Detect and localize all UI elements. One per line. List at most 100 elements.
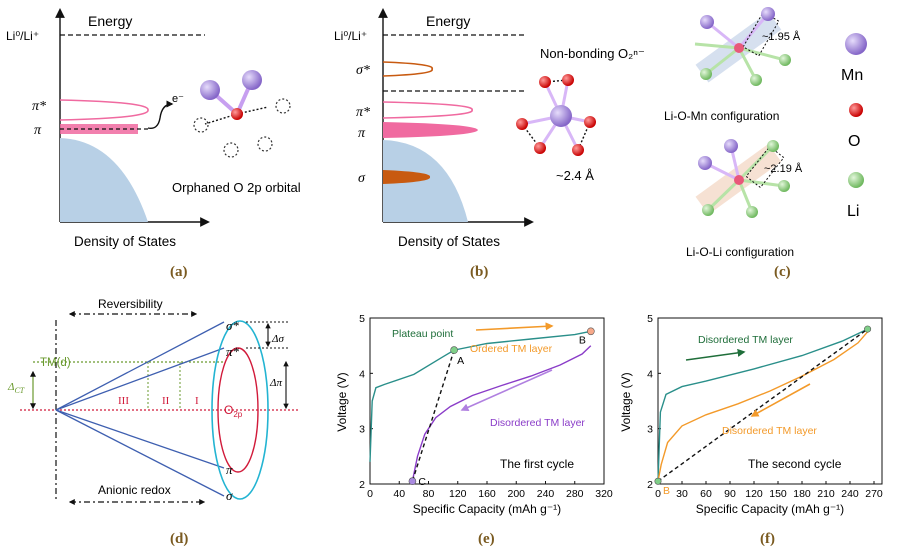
panel-b: Energy Li⁰/Li⁺ σ* π* π σ Non-bonding O₂ⁿ… [334,8,645,280]
e-ordered-label: Ordered TM layer [470,343,553,355]
f-disordered-bottom-label: Disordered TM layer [722,425,817,437]
b-o-atom [572,144,584,156]
a-mn-atom [200,80,220,100]
b-sigma-band [383,170,431,184]
c-legend-o-marker [849,103,863,117]
f-xtick-label: 150 [769,488,787,500]
b-energy-label: Energy [426,13,470,29]
c-config-mn-label: Li-O-Mn configuration [664,109,779,123]
c-legend-li: Li [847,203,859,220]
d-region-ii: II [162,395,170,407]
d-panel-label: (d) [170,531,188,547]
a-pi-label: π [34,123,42,138]
d-line-pi-star [55,347,225,411]
f-xtick-label: 90 [724,488,736,500]
a-pi-star-label: π* [32,99,46,114]
f-xtick-label: 180 [793,488,811,500]
e-ytick-label: 3 [359,424,365,436]
a-mn-atom [242,70,262,90]
d-line-sigma-star [55,321,225,411]
f-ytick-label: 5 [647,313,653,325]
c-legend-mn-marker [845,33,867,55]
f-xtick-label: 240 [841,488,859,500]
e-xtick-label: 0 [367,488,373,500]
c-panel-label: (c) [774,264,791,280]
f-xtick-label: 270 [865,488,883,500]
f-xtick-label: 60 [700,488,712,500]
b-o-atom [516,118,528,130]
d-tm-label: TM(d) [40,357,71,369]
a-caption: Orphaned O 2p orbital [172,180,301,195]
e-point-b [587,327,595,336]
panel-d: Reversibility Anionic redox TM(d) ΔCT II… [7,297,300,547]
f-disordered-top-label: Disordered TM layer [698,334,793,346]
e-xtick-label: 120 [449,488,467,500]
e-ytick-label: 4 [359,368,365,380]
f-charge-arrow [685,348,746,361]
d-anionic-label: Anionic redox [98,483,171,497]
b-dos-fill [383,140,468,222]
d-region-iii: III [118,395,129,407]
e-point-c-label: C [418,476,426,488]
c-li-config [695,139,790,218]
b-nonbonding-label: Non-bonding O₂ⁿ⁻ [540,46,645,61]
f-panel-label: (f) [760,531,775,547]
b-mn-atom [550,105,572,127]
d-o2p-label: O2p [224,403,243,419]
d-line-sigma [55,409,225,497]
e-curves [369,327,595,486]
e-ylabel: Voltage (V) [335,372,349,431]
d-pi-star-label: π* [226,344,240,359]
e-xtick-label: 240 [537,488,555,500]
f-ytick-label: 3 [647,424,653,436]
d-line-pi [55,409,225,469]
d-delta-sigma-label: Δσ [271,333,284,345]
e-series-charge [369,330,591,462]
b-pi-star-label: π* [356,105,370,120]
d-region-i: I [195,395,199,407]
d-delta-ct-label: ΔCT [7,381,25,395]
a-vacancy [223,142,239,158]
a-xlabel: Density of States [74,234,176,249]
c-dist-mn: ~1.95 Å [762,30,801,43]
e-disordered-arrow [460,369,553,412]
d-inner-ellipse [217,347,259,473]
d-sigma-star-label: σ* [226,318,239,333]
e-point-a-label: A [457,355,464,367]
b-o-atom [534,142,546,154]
e-xtick-label: 40 [393,488,405,500]
a-vacancy [275,98,291,114]
c-legend-li-marker [848,172,864,188]
c-mn-config [694,7,791,86]
f-series-guide [657,328,869,482]
b-sigma-star-band [382,61,433,77]
c-legend-o: O [848,133,860,150]
b-o-atom [584,116,596,128]
a-orphaned-molecule [193,70,291,158]
e-disordered-label: Disordered TM layer [490,417,585,429]
b-distance-label: ~2.4 Å [556,168,594,183]
e-point-b-label: B [579,334,586,346]
e-xtick-label: 80 [423,488,435,500]
a-li-level-label: Li⁰/Li⁺ [6,29,39,43]
e-series-guide [411,349,455,482]
d-delta-pi-label: Δπ [269,377,282,389]
f-ylabel: Voltage (V) [619,372,633,431]
a-dos-fill [60,138,148,222]
d-outer-ellipse [211,320,269,500]
d-reversibility-label: Reversibility [98,297,163,311]
f-series-charge [657,328,868,482]
e-panel-label: (e) [478,531,495,547]
panel-c: ~1.95 Å Li-O-Mn configuration ~2.19 Å Li… [664,7,867,280]
f-plot-frame [657,317,883,485]
e-ordered-arrow [475,322,554,331]
f-title: The second cycle [748,457,842,471]
e-xtick-label: 160 [478,488,496,500]
f-xtick-label: 0 [655,488,661,500]
a-pi-star-band [59,99,149,121]
b-li-level-label: Li⁰/Li⁺ [334,29,367,43]
